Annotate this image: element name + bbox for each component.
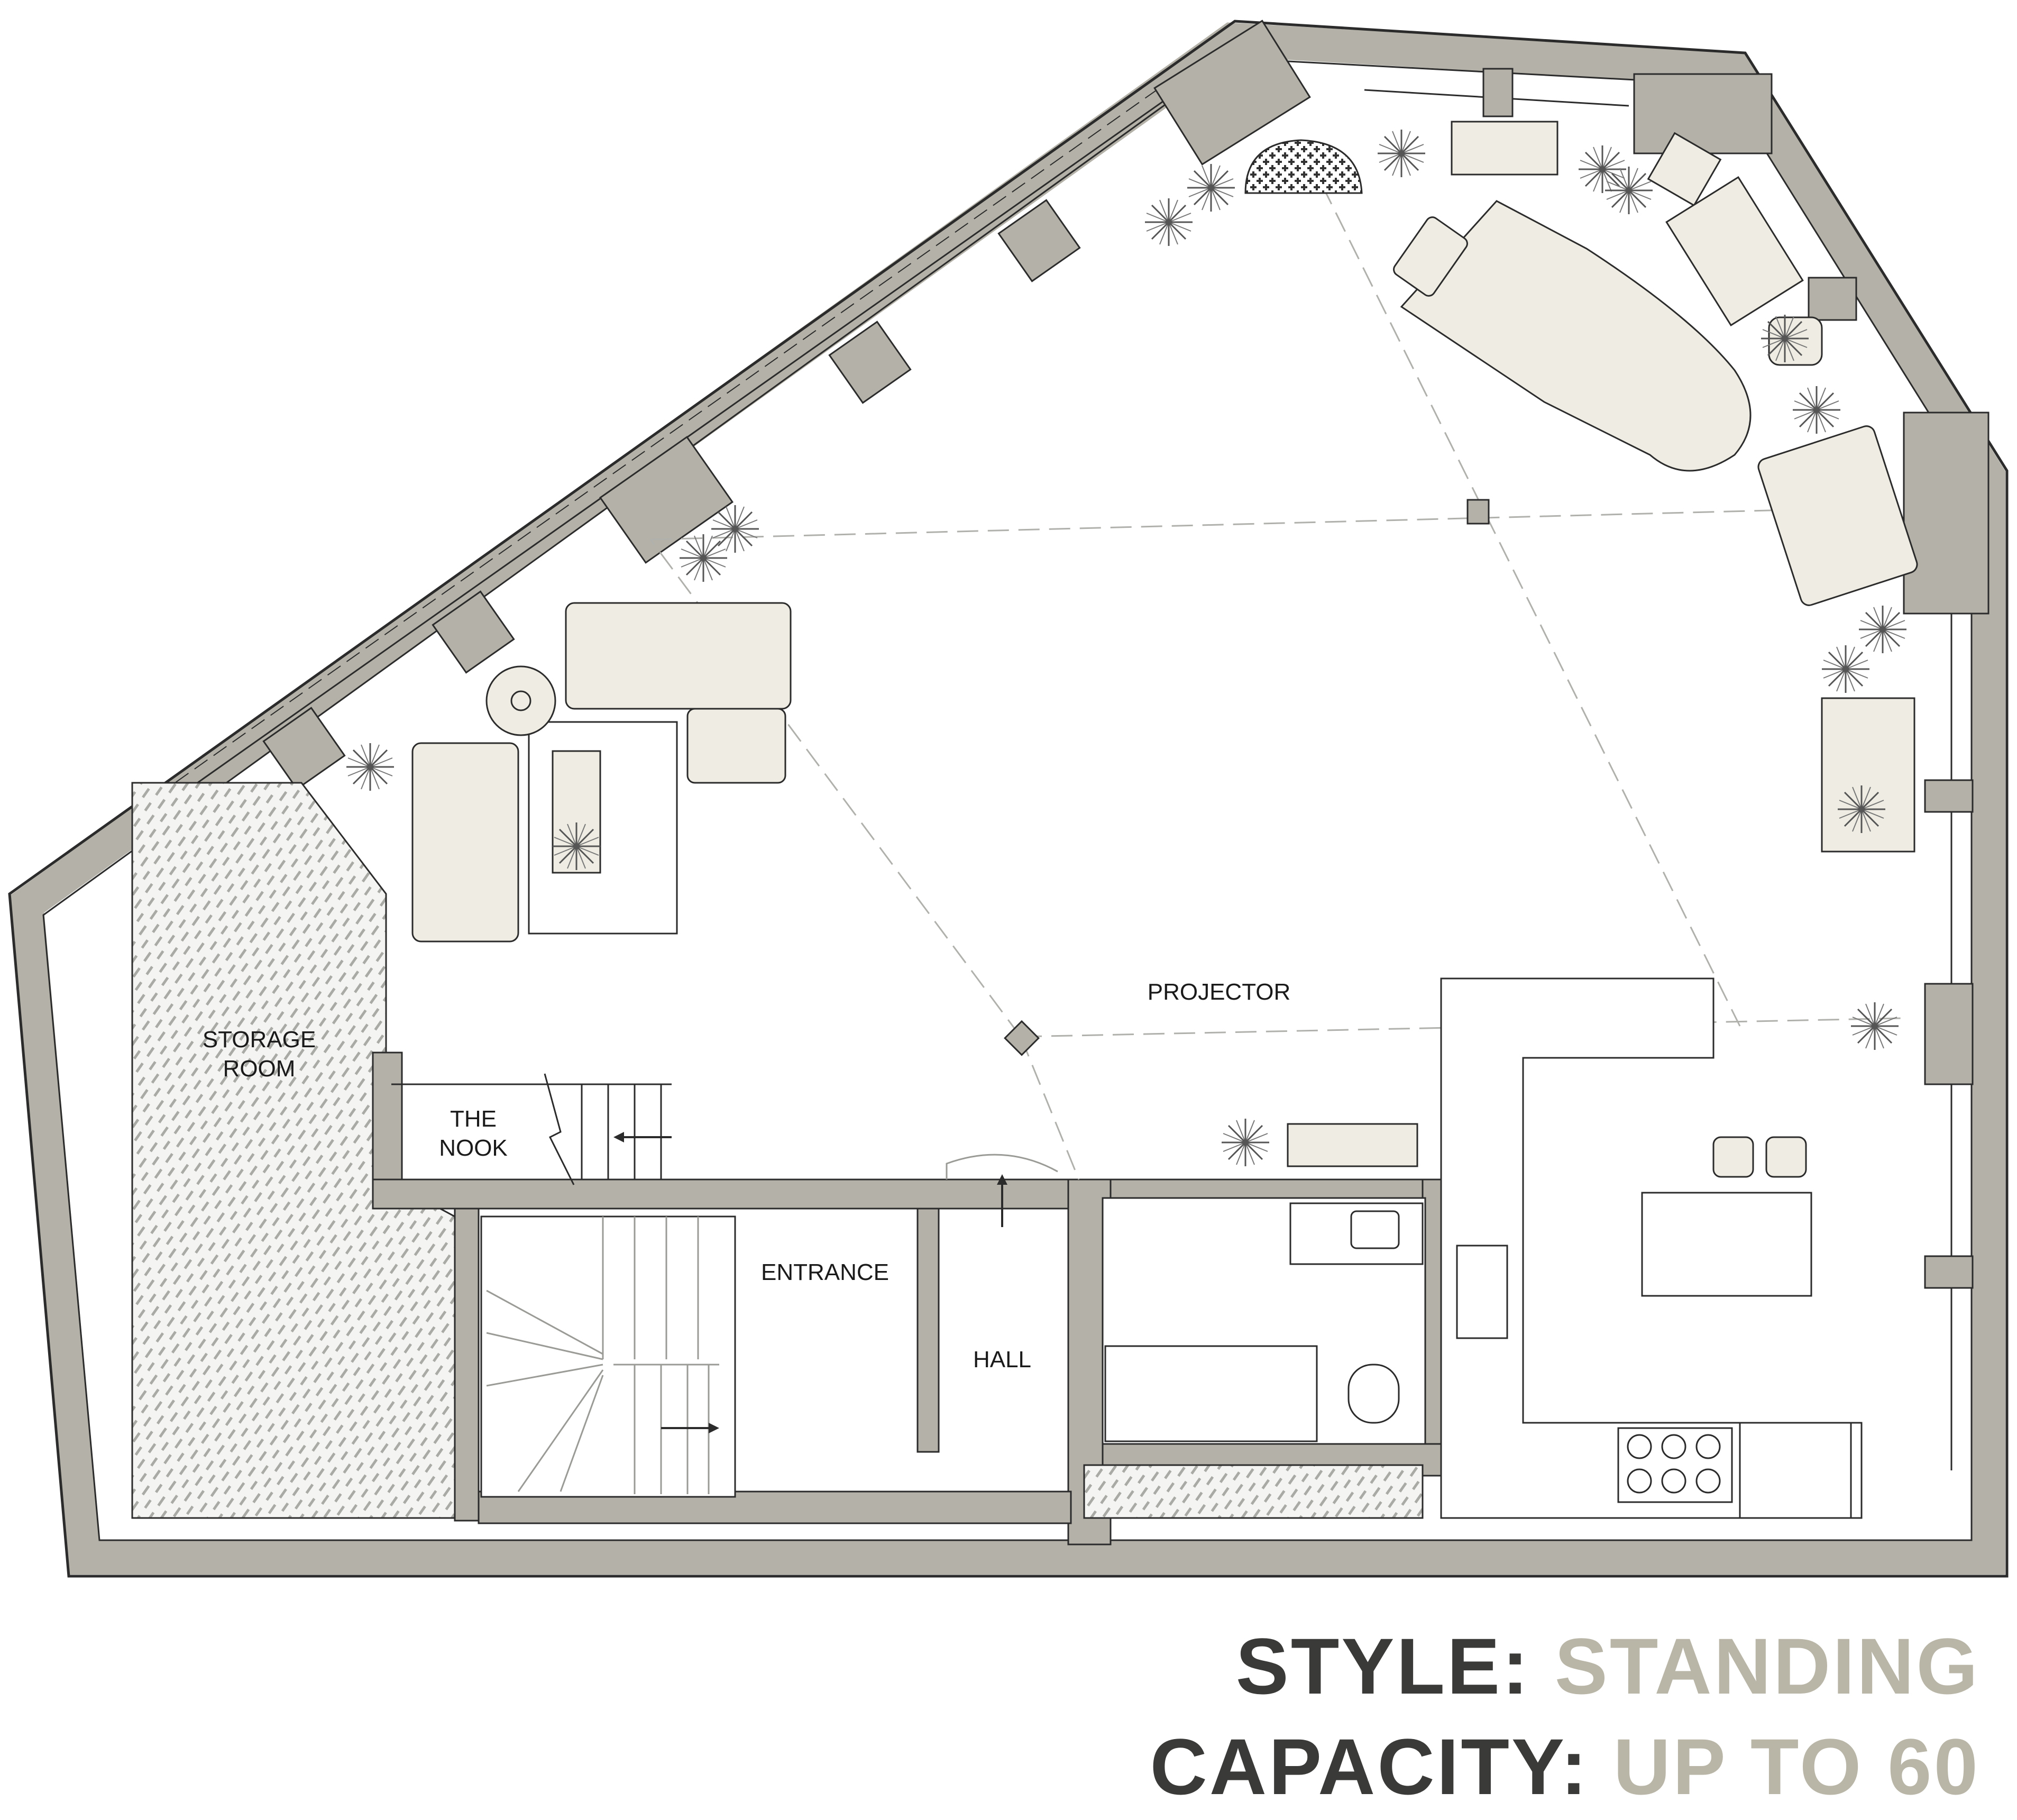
- style-line: STYLE: STANDING: [1236, 1626, 1980, 1706]
- nook-stairs: [391, 1073, 672, 1185]
- interior-wall: [454, 1208, 480, 1522]
- window-pier: [1808, 277, 1857, 321]
- interior-wall: [916, 1208, 940, 1453]
- window-pier: [599, 436, 734, 564]
- style-value: STANDING: [1554, 1622, 1980, 1711]
- side-table: [1768, 316, 1823, 366]
- window-pier: [1924, 779, 1974, 813]
- exterior-outline: [8, 20, 2009, 1578]
- capacity-value: UP TO 60: [1613, 1722, 1980, 1811]
- wall-bench: [1287, 1123, 1418, 1167]
- stove: [1617, 1427, 1733, 1503]
- hatched-strip: [1083, 1464, 1424, 1519]
- bar-stool: [1765, 1136, 1807, 1178]
- ottoman: [686, 708, 786, 784]
- window-glazing: [137, 74, 1180, 810]
- window-pier: [432, 590, 515, 674]
- window-pier: [997, 199, 1081, 282]
- projector-unit: [1004, 1020, 1040, 1056]
- storage-room-label: ROOM: [223, 1056, 296, 1082]
- kitchen-sink: [1456, 1245, 1508, 1339]
- capacity-line: CAPACITY: UP TO 60: [1150, 1727, 1980, 1806]
- side-table-lamp: [510, 690, 531, 711]
- side-table: [485, 665, 556, 736]
- interior-wall: [1110, 1178, 1437, 1199]
- nook-arrow-head: [613, 1132, 624, 1142]
- stair-arrow-head: [709, 1423, 719, 1433]
- capacity-key: CAPACITY:: [1150, 1722, 1589, 1811]
- storage-room-wall: [372, 1051, 403, 1191]
- nook-label: NOOK: [439, 1135, 508, 1161]
- stove-burners: [1627, 1434, 1721, 1494]
- armchair: [1757, 425, 1918, 606]
- entrance-label: ENTRANCE: [761, 1259, 889, 1285]
- hall-arrow-head: [997, 1174, 1007, 1185]
- piano-bench: [1393, 216, 1468, 297]
- kitchen-island: [1641, 1192, 1812, 1297]
- window-pier: [262, 707, 346, 790]
- toilet: [1347, 1364, 1400, 1424]
- window-pier: [1903, 411, 1990, 615]
- sofa: [411, 742, 519, 943]
- sink: [1350, 1210, 1400, 1249]
- shower-area: [1104, 1345, 1318, 1442]
- style-key: STYLE:: [1235, 1622, 1531, 1711]
- hall-door: [946, 1154, 1058, 1179]
- projector-label: PROJECTOR: [1148, 979, 1291, 1005]
- window-pier: [1153, 20, 1311, 166]
- console-table: [1451, 121, 1558, 176]
- window-pier: [1924, 1255, 1974, 1289]
- cabinet: [1665, 176, 1804, 326]
- hall-label: HALL: [973, 1347, 1031, 1373]
- column: [1466, 499, 1490, 525]
- side-table: [1647, 132, 1722, 207]
- window-pier: [1633, 73, 1773, 154]
- window-pier: [828, 321, 912, 404]
- fridge: [1739, 1422, 1852, 1519]
- grand-piano: [1400, 200, 1752, 472]
- storage-room-label: STORAGE: [203, 1027, 316, 1053]
- nook-label: THE: [450, 1106, 497, 1132]
- fireplace: [1244, 139, 1363, 194]
- bar-stool: [1712, 1136, 1754, 1178]
- rug: [528, 721, 678, 935]
- planter-box: [1821, 697, 1915, 853]
- window-pier: [1924, 983, 1974, 1085]
- staircase: [480, 1215, 736, 1498]
- storage-room: [131, 782, 456, 1519]
- window-pier: [1482, 68, 1514, 117]
- sofa: [565, 602, 792, 710]
